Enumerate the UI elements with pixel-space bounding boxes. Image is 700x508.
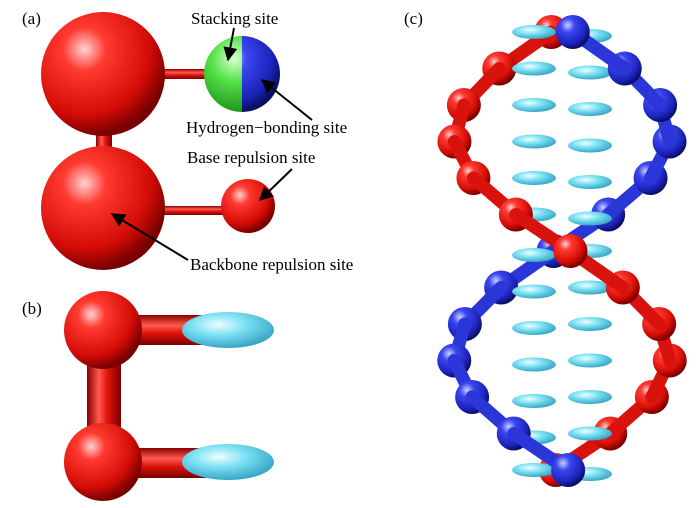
- panel-a-drawing: [41, 12, 313, 270]
- base-ellipsoid: [568, 211, 612, 226]
- base-ellipsoid: [512, 134, 556, 149]
- base-ellipsoid: [512, 248, 556, 262]
- base-ellipsoid: [568, 390, 612, 404]
- base-ellipsoid: [512, 321, 556, 335]
- base-ellipsoid: [568, 280, 612, 295]
- b-bottom-sphere: [64, 423, 142, 501]
- base-ellipsoid: [568, 317, 612, 331]
- panel-b-label: (b): [22, 299, 42, 318]
- strand2-nucleotide-sphere: [555, 15, 590, 49]
- backbone-sphere-bottom: [41, 146, 165, 270]
- hbond-arrow: [260, 79, 313, 121]
- base-ellipsoid: [568, 65, 612, 80]
- base-ellipsoid: [512, 171, 556, 185]
- panel-a-label: (a): [22, 9, 41, 28]
- base-link-rod: [150, 206, 230, 215]
- b-top-ellipsoid: [182, 312, 274, 348]
- base-repulsion-sphere: [221, 179, 275, 233]
- base-repulsion-arrow: [258, 168, 293, 201]
- base-ellipsoid: [512, 284, 556, 299]
- base-ellipsoid: [568, 353, 612, 368]
- b-top-sphere: [64, 291, 142, 369]
- panel-c-label: (c): [404, 9, 423, 28]
- stacking-link-rod: [150, 69, 212, 79]
- backbone-repulsion-arrow: [110, 213, 189, 261]
- base-ellipsoid: [512, 463, 556, 477]
- stacking-hbond-sphere: [204, 36, 280, 112]
- b-bottom-ellipsoid: [182, 444, 274, 480]
- base-ellipsoid: [512, 394, 556, 408]
- base-ellipsoid: [512, 98, 556, 112]
- base-ellipsoid: [568, 102, 612, 116]
- base-ellipsoid: [568, 426, 612, 441]
- base-repulsion-label: Base repulsion site: [187, 148, 316, 167]
- double-helix: [437, 15, 687, 487]
- base-ellipsoid: [568, 175, 612, 189]
- backbone-sphere-top: [41, 12, 165, 136]
- panel-b-drawing: [64, 291, 274, 501]
- base-ellipsoid: [512, 61, 556, 76]
- strand2-nucleotide-sphere: [551, 453, 586, 487]
- stacking-arrow: [223, 27, 238, 62]
- base-ellipsoid: [512, 25, 556, 39]
- base-ellipsoid: [568, 138, 612, 153]
- stacking-site-label: Stacking site: [191, 9, 279, 28]
- strand1-nucleotide-sphere: [553, 234, 588, 268]
- backbone-repulsion-label: Backbone repulsion site: [190, 255, 354, 274]
- base-ellipsoid: [512, 357, 556, 372]
- hbond-site-label: Hydrogen−bonding site: [186, 118, 348, 137]
